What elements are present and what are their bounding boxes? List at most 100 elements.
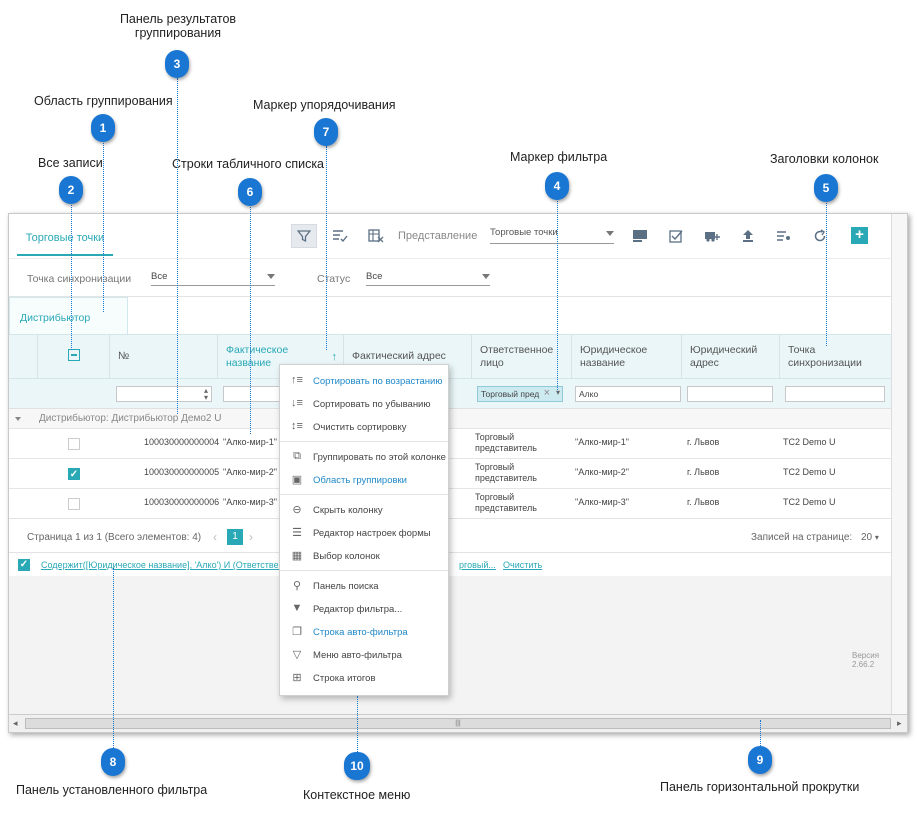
chevron-left-icon[interactable]: ‹	[213, 530, 217, 544]
cell-number: 100030000000005	[144, 467, 220, 477]
menu-item-form-settings[interactable]: ☰Редактор настроек формы	[280, 522, 448, 544]
table-row[interactable]: ✓ 100030000000005 "Алко-мир-2" Торговый …	[9, 458, 891, 488]
auto-filter-menu-icon: ▽	[292, 649, 302, 661]
menu-item-clear-sort[interactable]: ↕≡Очистить сортировку	[291, 420, 407, 433]
scroll-left-icon[interactable]: ◂	[13, 718, 18, 728]
leader-line-3	[177, 78, 178, 414]
callout-label-10: Контекстное меню	[303, 788, 411, 802]
column-header-number[interactable]: №	[109, 335, 217, 379]
menu-item-totals-row[interactable]: ⊞Строка итогов	[280, 667, 448, 689]
filter-legal-name-input[interactable]: Алко	[575, 386, 681, 402]
menu-item-group-by-column[interactable]: ⧉Группировать по этой колонке	[280, 446, 448, 468]
chevron-right-icon[interactable]: ›	[249, 530, 253, 544]
row-checkbox[interactable]	[68, 438, 80, 450]
page-button-current[interactable]: 1	[227, 529, 243, 545]
select-all-checkbox[interactable]	[37, 335, 109, 379]
column-header-legal-name[interactable]: Юридическое название	[571, 335, 681, 379]
filter-actual-name-input[interactable]	[223, 386, 283, 402]
scroll-thumb[interactable]: |||	[25, 718, 891, 729]
cell-actual-name: "Алко-мир-1"	[223, 437, 277, 447]
cell-legal-address: г. Львов	[687, 467, 720, 477]
user-card-icon[interactable]	[627, 224, 653, 248]
add-button[interactable]: +	[851, 227, 868, 244]
filter-enabled-checkbox[interactable]: ✓	[18, 559, 30, 571]
filter-responsible-value: Торговый пред	[481, 389, 540, 399]
chevron-down-icon	[482, 274, 490, 279]
per-page-value: 20	[861, 532, 873, 543]
clear-icon[interactable]: ×	[543, 387, 550, 399]
upload-icon[interactable]	[735, 224, 761, 248]
chevron-down-icon	[606, 231, 614, 236]
callout-label-8: Панель установленного фильтра	[16, 783, 208, 797]
per-page-label: Записей на странице:	[751, 532, 853, 543]
menu-item-search-panel[interactable]: ⚲Панель поиска	[280, 575, 448, 597]
leader-line-1	[103, 140, 104, 312]
menu-item-sort-ascending[interactable]: ↑≡Сортировать по возрастанию	[291, 374, 443, 387]
cell-legal-name: "Алко-мир-2"	[575, 467, 629, 477]
truck-add-icon[interactable]	[699, 224, 725, 248]
column-header-legal-address[interactable]: Юридический адрес	[681, 335, 779, 379]
cell-responsible: Торговый представитель	[475, 492, 537, 513]
callout-badge-1: 1	[91, 114, 115, 142]
hide-column-icon: ⊖	[292, 504, 302, 516]
row-checkbox[interactable]	[68, 498, 80, 510]
scroll-right-icon[interactable]: ▸	[897, 718, 902, 728]
column-header-actual-name[interactable]: Фактическое название ↑	[217, 335, 343, 379]
row-checkbox-checked[interactable]: ✓	[68, 468, 80, 480]
menu-item-filter-editor[interactable]: ▼Редактор фильтра...	[291, 602, 403, 615]
spin-icon[interactable]: ▴▾	[203, 386, 208, 402]
per-page-select[interactable]: 20 ▾	[861, 532, 879, 543]
list-user-icon[interactable]	[771, 224, 797, 248]
group-row[interactable]: Дистрибьютор: Дистрибьютор Демо2 U	[9, 408, 891, 428]
clear-filter-link[interactable]: Очистить	[503, 560, 543, 570]
filter-responsible-input[interactable]: Торговый пред × ▾	[477, 386, 563, 402]
app-window: Торговые точки Представление Торговые то…	[8, 213, 908, 733]
chevron-down-icon[interactable]: ▾	[555, 388, 560, 397]
group-chip-distributor[interactable]: Дистрибьютор	[9, 297, 128, 335]
applied-filter-bar: ✓ Содержит([Юридическое название], 'Алко…	[9, 552, 891, 576]
filter-legal-address-input[interactable]	[687, 386, 773, 402]
table-row[interactable]: 100030000000004 "Алко-мир-1" Торговый пр…	[9, 428, 891, 458]
callout-badge-8: 8	[101, 748, 125, 776]
menu-item-group-area[interactable]: ▣Область группировки	[291, 474, 407, 486]
menu-item-hide-column[interactable]: ⊖Скрыть колонку	[280, 499, 448, 521]
leader-line-6	[250, 204, 251, 434]
filter-expression-tail[interactable]: рговый...	[459, 560, 496, 570]
column-header-sync-point[interactable]: Точка синхронизации	[779, 335, 891, 379]
column-header-actual-address[interactable]: Фактический адрес	[343, 335, 471, 379]
menu-item-auto-filter-row[interactable]: ❐Строка авто-фильтра	[280, 621, 448, 643]
callout-badge-7: 7	[314, 118, 338, 146]
column-header-responsible[interactable]: Ответственное лицо	[471, 335, 571, 379]
cell-number: 100030000000004	[144, 437, 220, 447]
minus-box-icon	[68, 349, 80, 361]
view-select[interactable]: Торговые точки	[490, 227, 614, 244]
filter-icon[interactable]	[291, 224, 317, 248]
sort-ascending-icon[interactable]: ↑	[331, 351, 338, 363]
status-label: Статус	[317, 273, 351, 285]
grid-clear-icon[interactable]	[363, 224, 389, 248]
group-area[interactable]: Дистрибьютор	[9, 296, 891, 335]
sync-point-select[interactable]: Все	[151, 269, 275, 286]
filter-number-input[interactable]: ▴▾	[116, 386, 212, 402]
refresh-icon[interactable]	[807, 224, 833, 248]
menu-item-sort-descending[interactable]: ↓≡Сортировать по убыванию	[291, 397, 431, 410]
checklist-icon[interactable]	[663, 224, 689, 248]
status-value: Все	[366, 271, 383, 282]
vertical-scrollbar[interactable]	[891, 214, 907, 714]
tab-trade-points[interactable]: Торговые точки	[17, 224, 113, 256]
collapse-triangle-icon[interactable]	[15, 417, 21, 421]
table-row[interactable]: 100030000000006 "Алко-мир-3" Торговый пр…	[9, 488, 891, 518]
callout-badge-9: 9	[748, 746, 772, 774]
horizontal-scrollbar[interactable]: ◂ ||| ▸	[9, 714, 907, 732]
cell-sync-point: TC2 Demo U	[783, 437, 836, 447]
view-label: Представление	[398, 230, 478, 242]
status-select[interactable]: Все	[366, 269, 490, 286]
filter-sync-point-input[interactable]	[785, 386, 885, 402]
cell-legal-name: "Алко-мир-3"	[575, 497, 629, 507]
menu-item-auto-filter-menu[interactable]: ▽Меню авто-фильтра	[280, 644, 448, 666]
filter-expression-link[interactable]: Содержит([Юридическое название], 'Алко')…	[41, 560, 289, 570]
grid-edit-icon[interactable]	[327, 224, 353, 248]
leader-line-7	[326, 146, 327, 350]
chevron-down-icon: ▾	[874, 533, 879, 542]
menu-item-column-chooser[interactable]: ▦Выбор колонок	[291, 550, 380, 562]
